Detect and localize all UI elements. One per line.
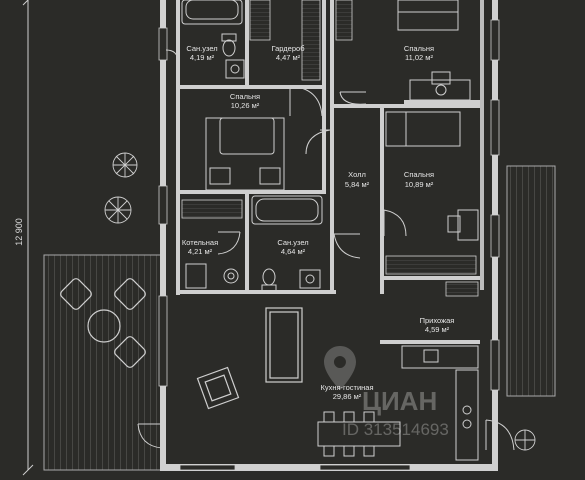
dimension-label: 12 900 xyxy=(14,218,24,246)
bathtub-top xyxy=(181,0,243,25)
watermark-id: ID 313514693 xyxy=(342,420,449,439)
room-name-kitchen-living: Кухня-гостиная xyxy=(320,383,373,392)
room-area-bedroom-3: 10,89 м² xyxy=(405,180,434,189)
sink-lower-icon xyxy=(299,269,321,289)
room-name-bathroom-1: Сан.узел xyxy=(186,44,217,53)
interior-walls xyxy=(176,0,480,344)
room-name-bathroom-2: Сан.узел xyxy=(277,238,308,247)
room-area-entrance: 4,59 м² xyxy=(425,325,450,334)
room-name-bedroom-2: Спальня xyxy=(230,92,260,101)
windows xyxy=(158,19,500,471)
terrace-table xyxy=(60,278,146,368)
dining-table xyxy=(317,411,401,457)
wardrobe-shelves xyxy=(181,0,479,297)
desk-top xyxy=(409,71,471,101)
toilet-icon xyxy=(221,33,237,57)
room-name-entrance: Прихожая xyxy=(420,316,455,325)
room-name-bedroom-1: Спальня xyxy=(404,44,434,53)
boiler-icon xyxy=(185,263,239,289)
bed-middle-left xyxy=(205,117,285,191)
bed-top-right xyxy=(397,0,459,31)
bathtub-lower xyxy=(251,195,323,225)
kitchen-counter xyxy=(401,345,479,461)
bed-middle-right xyxy=(385,111,461,147)
room-area-bedroom-2: 10,26 м² xyxy=(231,101,260,110)
terrace-left xyxy=(43,254,163,471)
plant-icon xyxy=(104,152,536,451)
room-name-wardrobe: Гардероб xyxy=(272,44,305,53)
room-area-bathroom-1: 4,19 м² xyxy=(190,53,215,62)
room-area-bathroom-2: 4,64 м² xyxy=(281,247,306,256)
room-area-wardrobe: 4,47 м² xyxy=(276,53,301,62)
location-pin-icon xyxy=(324,346,356,390)
room-area-bedroom-1: 11,02 м² xyxy=(405,53,433,62)
desk-right xyxy=(447,209,479,241)
room-name-hall: Холл xyxy=(348,170,366,179)
terrace-right xyxy=(506,165,556,397)
watermark: ЦИАН ID 313514693 xyxy=(324,346,449,439)
room-area-hall: 5,84 м² xyxy=(345,180,370,189)
dimension-line: 12 900 xyxy=(14,0,34,476)
room-area-kitchen-living: 29,86 м² xyxy=(333,392,362,401)
armchair xyxy=(196,366,240,410)
watermark-brand: ЦИАН xyxy=(362,386,437,416)
room-name-boiler: Котельная xyxy=(182,238,218,247)
room-labels: Сан.узел 4,19 м² Гардероб 4,47 м² Спальн… xyxy=(182,44,455,401)
room-area-boiler: 4,21 м² xyxy=(188,247,213,256)
sink-icon xyxy=(225,59,245,79)
toilet-lower-icon xyxy=(261,268,277,292)
doors xyxy=(137,49,515,451)
room-name-bedroom-3: Спальня xyxy=(404,170,434,179)
sofa xyxy=(265,307,303,383)
